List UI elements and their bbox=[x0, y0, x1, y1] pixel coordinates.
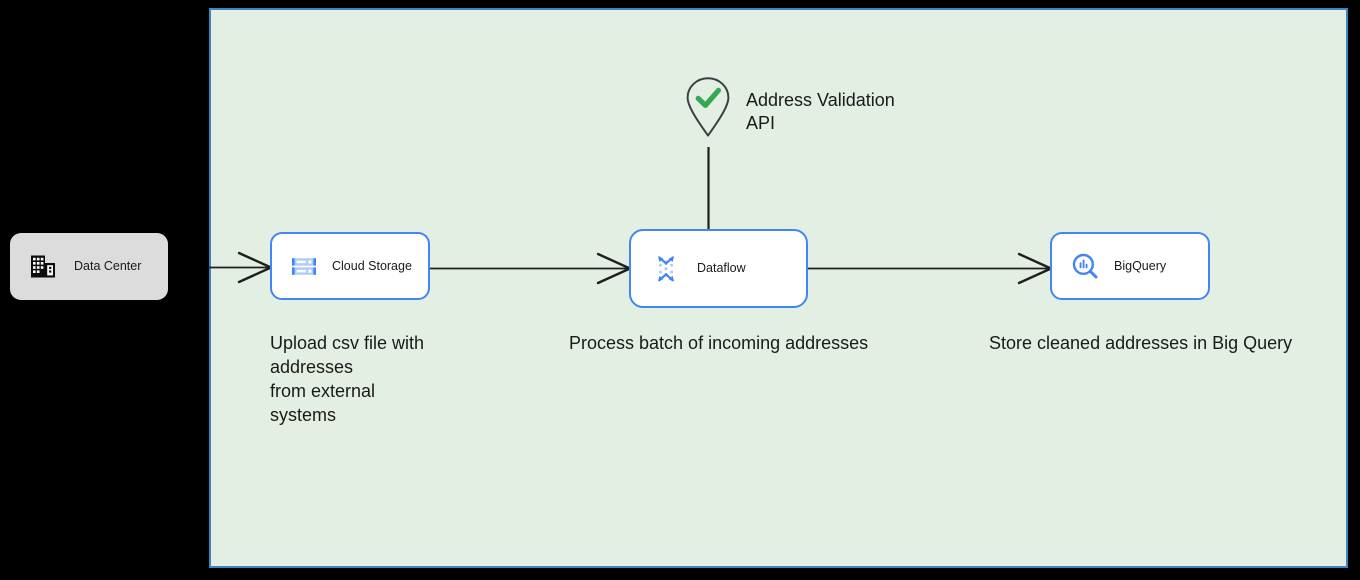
node-label-dataflow: Dataflow bbox=[697, 261, 746, 275]
bigquery-icon bbox=[1070, 251, 1100, 281]
node-label-bigquery: BigQuery bbox=[1114, 258, 1167, 273]
cloud-storage-icon bbox=[290, 252, 318, 280]
caption-store-addresses: Store cleaned addresses in Big Query bbox=[989, 333, 1293, 353]
node-cloud-storage[interactable]: Cloud Storage bbox=[270, 232, 430, 300]
data-center-icon bbox=[30, 254, 56, 280]
node-dataflow[interactable]: Dataflow bbox=[629, 229, 808, 308]
caption-process-batch: Process batch of incoming addresses bbox=[569, 333, 869, 353]
node-label-address-validation-api: Address Validation API bbox=[746, 90, 895, 133]
map-pin-check-icon bbox=[685, 76, 731, 138]
dataflow-icon bbox=[651, 254, 681, 284]
node-data-center[interactable]: Data Center bbox=[10, 233, 168, 300]
node-bigquery[interactable]: BigQuery bbox=[1050, 232, 1210, 300]
caption-upload-csv: Upload csv file with addresses from exte… bbox=[270, 333, 425, 425]
node-label-cloud-storage: Cloud Storage bbox=[332, 258, 412, 273]
node-address-validation-api[interactable]: Address Validation API bbox=[685, 76, 895, 138]
node-label-data-center: Data Center bbox=[74, 259, 142, 273]
